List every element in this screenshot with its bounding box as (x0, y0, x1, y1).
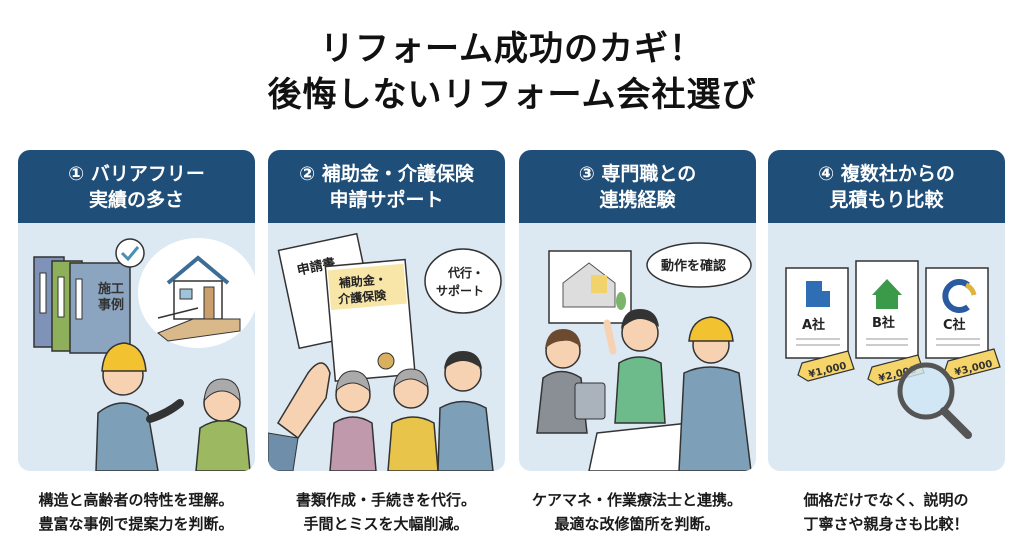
floor-plan-sheet-icon (588, 422, 700, 471)
caption-line-2: 丁寧さや親身さも比較！ (803, 515, 969, 533)
svg-text:動作を確認: 動作を確認 (661, 258, 726, 274)
title-line-1: リフォーム成功のカギ！ (320, 29, 704, 69)
subsidy-document-icon: 補助金・ 介護保険 (324, 258, 416, 382)
svg-text:補助金・: 補助金・ (337, 271, 387, 290)
check-icon (115, 238, 145, 268)
card-header: ② 補助金・介護保険 申請サポート (268, 150, 505, 223)
caption-barrier-free: 構造と高齢者の特性を理解。 豊富な事例で提案力を判断。 (10, 488, 262, 536)
svg-text:サポート: サポート (436, 283, 484, 298)
card-title-line-2: 実績の多さ (88, 189, 184, 211)
card-barrier-free: ① バリアフリー 実績の多さ 施工 事例 (18, 150, 255, 471)
hand-icon (268, 362, 331, 471)
card-subsidy-support: ② 補助金・介護保険 申請サポート 申請書 補助金・ 介護保険 代行・ サポート (268, 150, 505, 471)
quotes-comparison-illustration: A社 B社 C社 ¥1,000 (785, 260, 1001, 439)
svg-text:B社: B社 (872, 315, 895, 331)
svg-text:代行・: 代行・ (447, 265, 484, 280)
card-header: ① バリアフリー 実績の多さ (18, 150, 255, 223)
worker-icon (95, 342, 184, 471)
card-title-line-2: 連携経験 (599, 189, 676, 211)
svg-text:介護保険: 介護保険 (337, 287, 388, 306)
caption-line-2: 手間とミスを大幅削減。 (303, 515, 469, 533)
binders-icon: 施工 事例 (33, 256, 131, 354)
elderly-woman-icon (195, 378, 251, 471)
card-title-line-1: ③ 専門職との (578, 163, 697, 185)
title-line-2: 後悔しないリフォーム会社選び (267, 75, 757, 115)
company-c-quote: C社 (925, 267, 989, 359)
caption-subsidy-support: 書類作成・手続きを代行。 手間とミスを大幅削減。 (260, 488, 512, 536)
svg-text:施工: 施工 (98, 281, 124, 297)
card-title-line-1: ② 補助金・介護保険 (299, 163, 474, 185)
page-title: リフォーム成功のカギ！ 後悔しないリフォーム会社選び (0, 26, 1024, 118)
occupational-therapist-icon (603, 309, 666, 424)
documents-family-illustration: 申請書 補助金・ 介護保険 代行・ サポート (268, 232, 502, 471)
illustration-professional-collaboration: 動作を確認 (519, 223, 756, 471)
card-title-line-2: 申請サポート (329, 189, 444, 211)
card-title-line-1: ④ 複数社からの (818, 163, 955, 185)
card-header: ④ 複数社からの 見積もり比較 (768, 150, 1005, 223)
magnifying-glass-icon (897, 362, 972, 439)
svg-text:C社: C社 (943, 317, 966, 333)
caption-line-1: 価格だけでなく、説明の (803, 491, 969, 509)
svg-text:事例: 事例 (98, 297, 124, 313)
card-professional-collaboration: ③ 専門職との 連携経験 動作を確認 (519, 150, 756, 471)
team-meeting-illustration: 動作を確認 (536, 242, 752, 471)
svg-text:A社: A社 (802, 317, 825, 333)
illustration-subsidy-support: 申請書 補助金・ 介護保険 代行・ サポート (268, 223, 505, 471)
caption-line-1: 書類作成・手続きを代行。 (295, 491, 476, 509)
caption-quote-comparison: 価格だけでなく、説明の 丁寧さや親身さも比較！ (760, 488, 1012, 536)
caption-line-1: ケアマネ・作業療法士と連携。 (531, 491, 742, 509)
caption-professional-collaboration: ケアマネ・作業療法士と連携。 最適な改修箇所を判断。 (511, 488, 763, 536)
staff-icon (437, 351, 494, 471)
card-header: ③ 専門職との 連携経験 (519, 150, 756, 223)
card-quote-comparison: ④ 複数社からの 見積もり比較 A社 B社 (768, 150, 1005, 471)
caption-line-1: 構造と高齢者の特性を理解。 (38, 491, 234, 509)
caption-line-2: 最適な改修箇所を判断。 (554, 515, 720, 533)
speech-bubble-support: 代行・ サポート (424, 248, 502, 314)
company-b-quote: B社 (855, 260, 919, 359)
floor-plan-board-icon (548, 250, 632, 324)
speech-bubble-check-movement: 動作を確認 (646, 242, 752, 288)
card-title-line-1: ① バリアフリー (68, 163, 205, 185)
caption-line-2: 豊富な事例で提案力を判断。 (38, 515, 234, 533)
company-a-quote: A社 (785, 267, 849, 359)
binders-house-worker-illustration: 施工 事例 (33, 238, 255, 471)
elderly-couple-icon (329, 368, 439, 471)
worker-icon (678, 316, 752, 471)
care-manager-icon (536, 329, 606, 434)
illustration-quote-comparison: A社 B社 C社 ¥1,000 (768, 223, 1005, 471)
card-title-line-2: 見積もり比較 (829, 189, 944, 211)
illustration-barrier-free: 施工 事例 (18, 223, 255, 471)
house-with-ramp-icon (138, 238, 255, 348)
